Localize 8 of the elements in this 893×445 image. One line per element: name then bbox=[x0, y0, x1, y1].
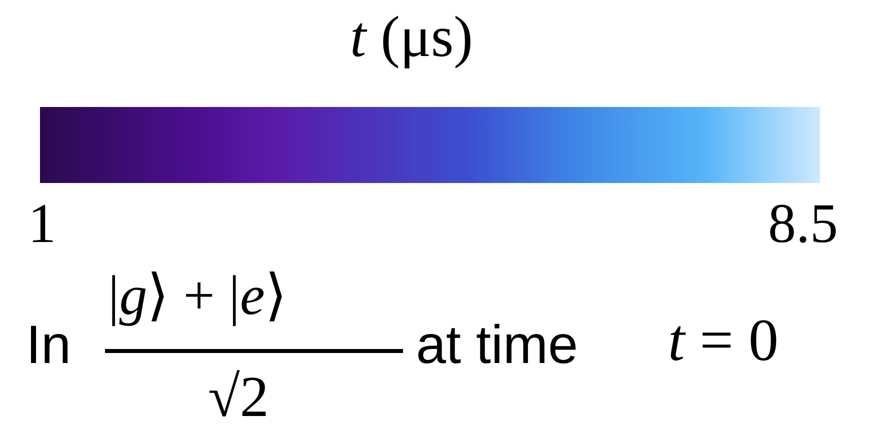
formula-text: In bbox=[26, 318, 72, 372]
formula-math: t = 0 bbox=[668, 310, 779, 370]
fraction-numerator: |g⟩ + |e⟩ bbox=[108, 268, 287, 324]
formula-text: at time bbox=[416, 318, 578, 372]
tick-label: 1 bbox=[28, 196, 56, 252]
fraction-denominator: √2 bbox=[208, 368, 269, 426]
colorbar-title: t (μs) bbox=[350, 8, 473, 66]
tick-label: 8.5 bbox=[768, 196, 838, 252]
